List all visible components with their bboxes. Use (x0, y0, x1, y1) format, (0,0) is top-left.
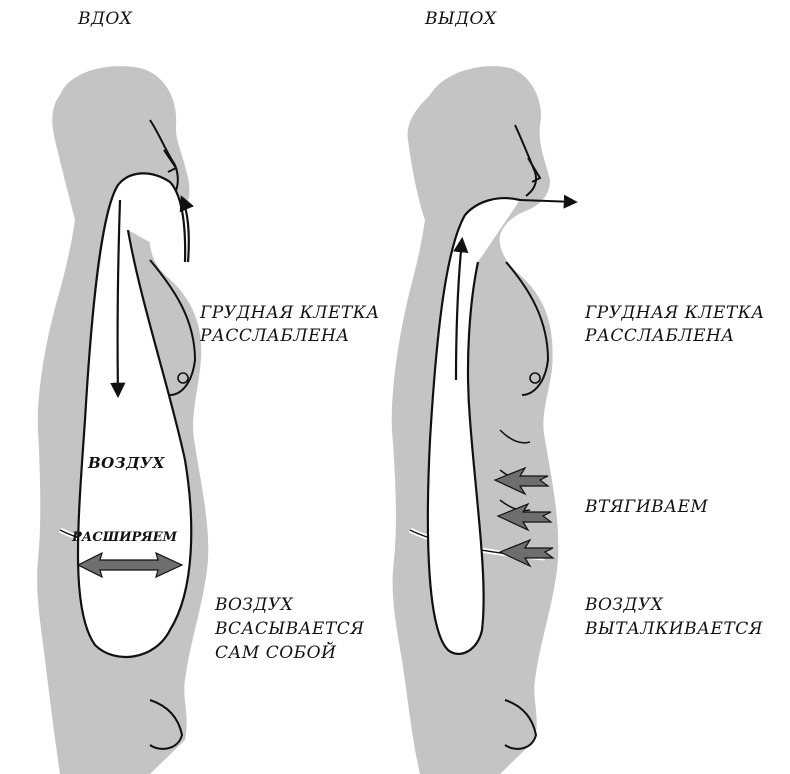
inhale-chest-line1: ГРУДНАЯ КЛЕТКА (200, 303, 380, 323)
exhale-title: ВЫДОХ (425, 9, 497, 29)
expand-double-arrow (76, 551, 184, 579)
exhale-body-silhouette (391, 66, 559, 774)
inhale-air-line2: ВСАСЫВАЕТСЯ (215, 619, 365, 639)
inhale-air-line1: ВОЗДУХ (215, 595, 294, 615)
exhale-air-line1: ВОЗДУХ (585, 595, 664, 615)
belly-air-label: ВОЗДУХ (88, 454, 165, 472)
pull-in-label: ВТЯГИВАЕМ (585, 497, 709, 517)
pull-in-arrows (493, 466, 555, 568)
inhale-chest-line2: РАССЛАБЛЕНА (200, 326, 350, 346)
inhale-title: ВДОХ (78, 9, 133, 29)
exhale-chest-line2: РАССЛАБЛЕНА (585, 326, 735, 346)
expand-label: РАСШИРЯЕМ (72, 530, 178, 545)
exhale-air-line2: ВЫТАЛКИВАЕТСЯ (585, 619, 763, 639)
exhale-air-loop (426, 194, 578, 655)
exhale-chest-line1: ГРУДНАЯ КЛЕТКА (585, 303, 765, 323)
inhale-air-loop (76, 172, 194, 659)
inhale-air-line3: САМ СОБОЙ (215, 643, 337, 663)
